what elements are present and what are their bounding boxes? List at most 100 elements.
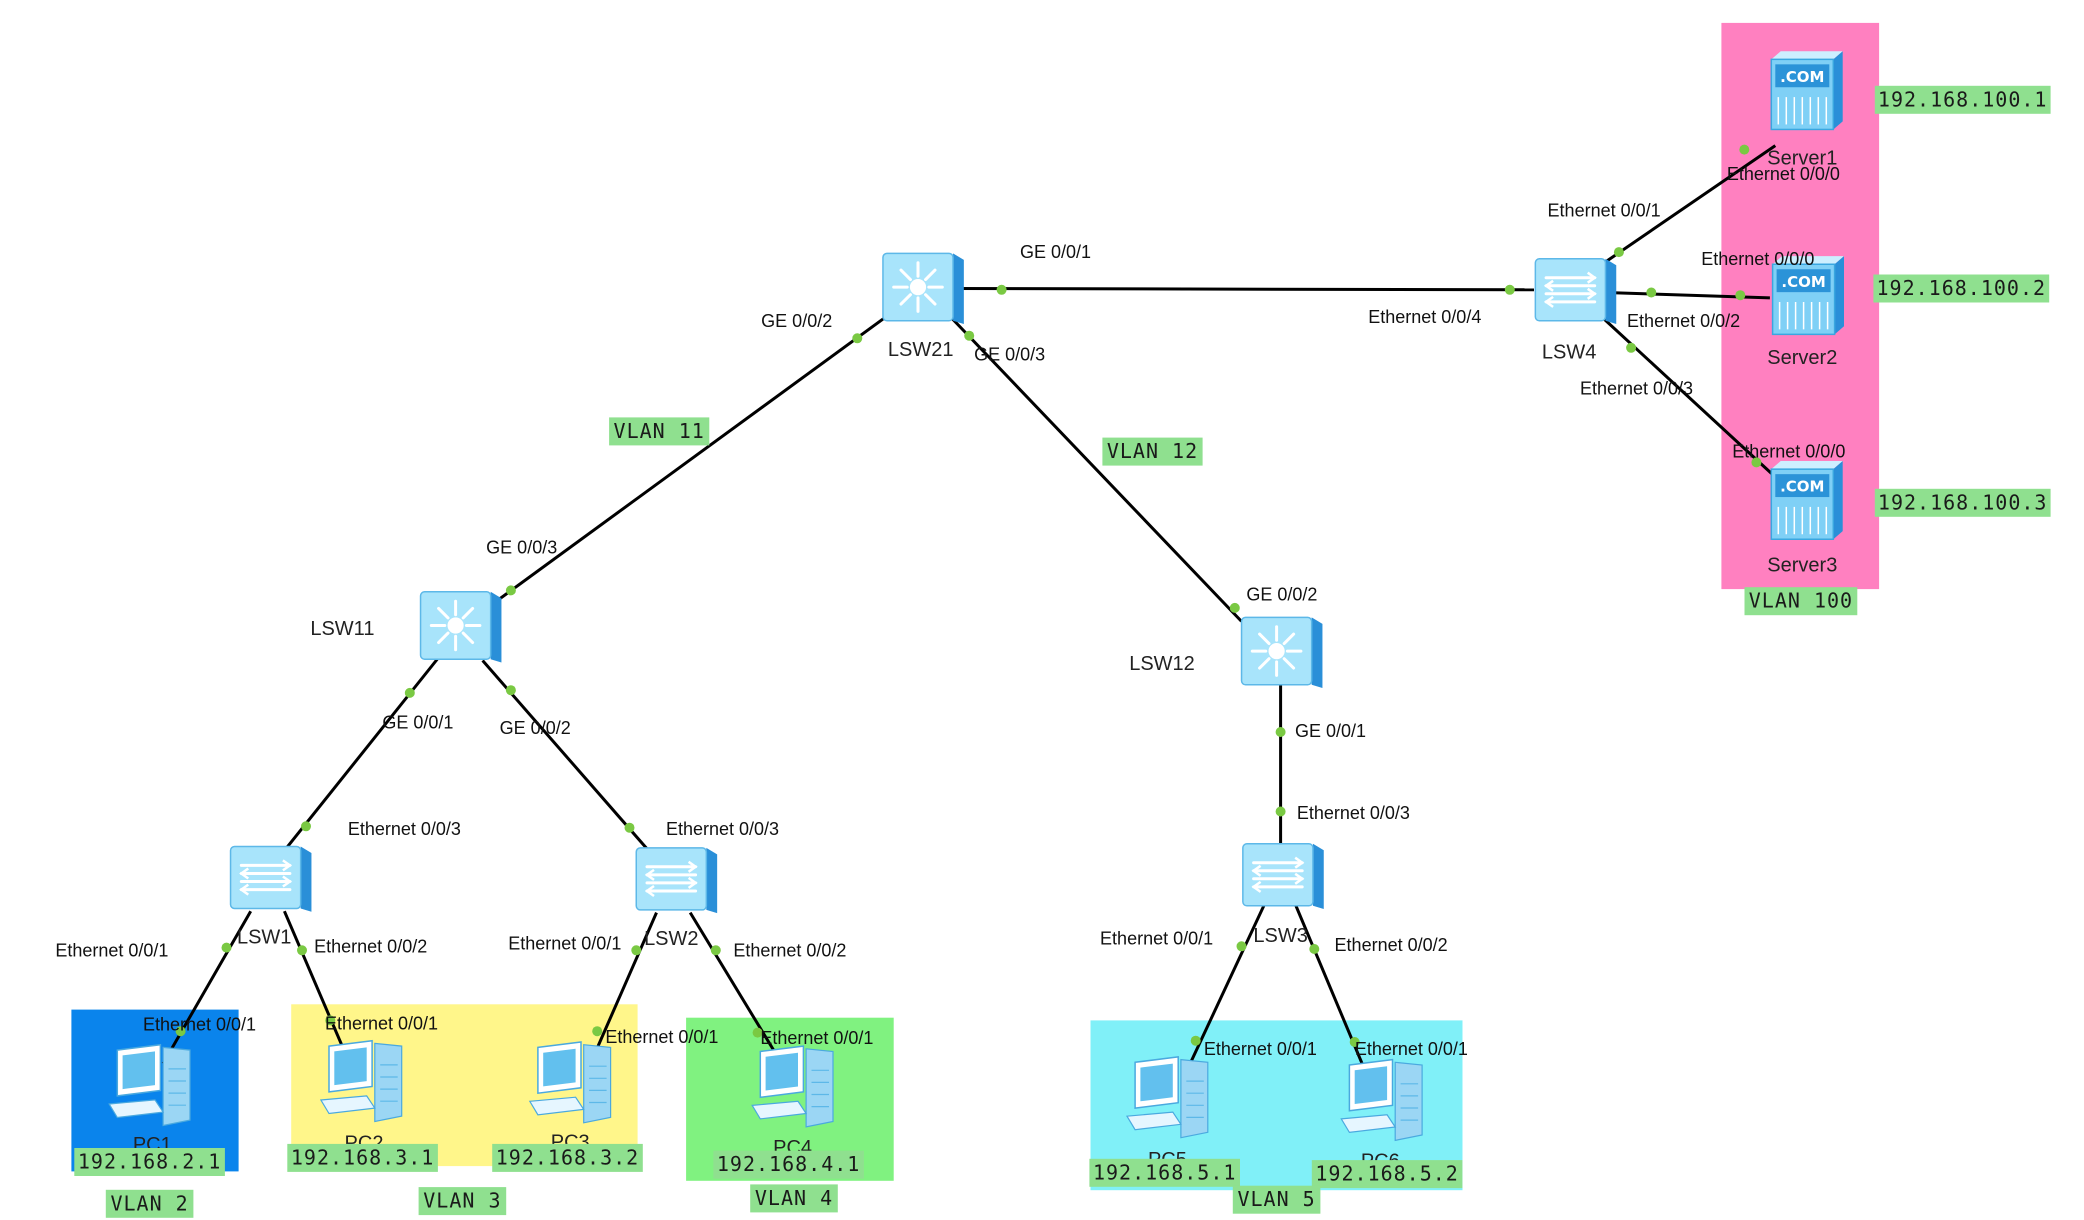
ip-address-tag-text: 192.168.100.2 xyxy=(1877,276,2047,300)
pc-icon[interactable] xyxy=(1125,1056,1209,1139)
ip-address-tag: 192.168.100.2 xyxy=(1873,274,2050,303)
port-label: Ethernet 0/0/2 xyxy=(733,940,846,960)
port-dot-pc2 xyxy=(325,1015,336,1026)
port-label: GE 0/0/3 xyxy=(974,345,1045,365)
server-icon[interactable]: .COM xyxy=(1770,51,1843,131)
vlan-tag: VLAN 11 xyxy=(609,417,710,446)
port-label: Ethernet 0/0/0 xyxy=(1701,249,1814,269)
port-dot-server2 xyxy=(1735,290,1746,301)
port-dot-lsw11 xyxy=(505,585,516,596)
port-dot-lsw1 xyxy=(297,945,307,956)
ip-address-tag: 192.168.100.3 xyxy=(1874,488,2051,517)
port-label: GE 0/0/1 xyxy=(1020,242,1091,262)
port-dot-pc5 xyxy=(1190,1035,1201,1046)
port-label: GE 0/0/3 xyxy=(486,537,557,557)
link-lsw2-pc3 xyxy=(589,911,658,1065)
port-dot-lsw11 xyxy=(505,685,516,696)
ip-address-tag-text: 192.168.100.3 xyxy=(1878,490,2048,514)
ip-address-tag: 192.168.3.1 xyxy=(287,1143,438,1172)
port-dot-lsw12 xyxy=(1229,602,1240,613)
ip-address-tag-text: 192.168.4.1 xyxy=(717,1152,860,1176)
port-dot-pc3 xyxy=(592,1026,603,1037)
port-dot-lsw2 xyxy=(631,945,642,956)
port-label: Ethernet 0/0/2 xyxy=(314,936,427,956)
switch-icon[interactable] xyxy=(882,252,964,325)
port-label: Ethernet 0/0/1 xyxy=(1204,1039,1317,1059)
port-label: Ethernet 0/0/1 xyxy=(325,1013,438,1033)
pc-icon[interactable] xyxy=(108,1043,191,1127)
switch-icon[interactable] xyxy=(419,591,502,663)
switch-icon[interactable] xyxy=(635,847,718,914)
vlan-tag: VLAN 4 xyxy=(750,1184,838,1213)
vlan-tag-text: VLAN 4 xyxy=(755,1186,833,1210)
device-label-lsw3: LSW3 xyxy=(1253,925,1307,947)
vlan-tag-text: VLAN 2 xyxy=(110,1191,188,1215)
port-dot-lsw12 xyxy=(1275,727,1286,737)
ip-address-tag: 192.168.5.1 xyxy=(1089,1158,1240,1187)
port-label: GE 0/0/1 xyxy=(1295,721,1366,741)
switch-icon[interactable] xyxy=(1534,258,1617,325)
switch-icon[interactable] xyxy=(1240,616,1323,689)
ip-address-tag-text: 192.168.3.1 xyxy=(291,1145,434,1169)
ip-address-tag: 192.168.2.1 xyxy=(74,1148,225,1176)
server-icon[interactable]: .COM xyxy=(1771,256,1844,336)
vlan-tag: VLAN 3 xyxy=(418,1187,507,1216)
port-label: Ethernet 0/0/1 xyxy=(1548,200,1661,220)
ip-address-tag: 192.168.4.1 xyxy=(713,1150,864,1179)
port-dot-lsw1 xyxy=(221,942,232,953)
port-dot-lsw2 xyxy=(710,945,721,956)
link-lsw21-lsw12 xyxy=(950,317,1243,623)
port-dot-lsw3 xyxy=(1236,941,1247,952)
port-label: Ethernet 0/0/2 xyxy=(1335,935,1448,955)
svg-text:.COM: .COM xyxy=(1780,478,1824,496)
pc-icon[interactable] xyxy=(1340,1058,1423,1142)
device-label-lsw12: LSW12 xyxy=(1129,653,1195,675)
server-icon[interactable]: .COM xyxy=(1770,461,1843,540)
ip-address-tag-text: 192.168.5.2 xyxy=(1315,1162,1458,1186)
vlan-tag-text: VLAN 11 xyxy=(614,419,705,443)
port-label: Ethernet 0/0/4 xyxy=(1368,307,1481,327)
port-label: GE 0/0/2 xyxy=(500,718,571,738)
port-label: Ethernet 0/0/1 xyxy=(508,934,621,954)
port-label: Ethernet 0/0/0 xyxy=(1732,442,1845,462)
vlan-tag-text: VLAN 5 xyxy=(1237,1187,1315,1211)
port-label: Ethernet 0/0/1 xyxy=(760,1028,873,1048)
switch-icon[interactable] xyxy=(1242,843,1324,910)
port-dot-pc4 xyxy=(752,1027,763,1038)
pc-icon[interactable] xyxy=(751,1045,834,1128)
port-label: Ethernet 0/0/1 xyxy=(55,940,168,960)
switch-icon[interactable] xyxy=(229,845,312,912)
pc-icon[interactable] xyxy=(528,1041,612,1124)
port-dot-lsw21 xyxy=(852,333,863,344)
link-lsw2-pc4 xyxy=(688,911,784,1065)
port-dot-lsw3 xyxy=(1309,944,1320,954)
link-lsw4-server1 xyxy=(1599,144,1777,267)
device-label-lsw4: LSW4 xyxy=(1542,341,1596,363)
ip-address-tag-text: 192.168.3.2 xyxy=(496,1145,639,1169)
svg-text:.COM: .COM xyxy=(1781,273,1825,291)
link-lsw11-lsw1 xyxy=(283,655,441,852)
ip-address-tag-text: 192.168.2.1 xyxy=(78,1150,221,1174)
ip-address-tag: 192.168.5.2 xyxy=(1311,1160,1463,1189)
port-label: Ethernet 0/0/2 xyxy=(1627,311,1740,331)
port-label: Ethernet 0/0/3 xyxy=(348,819,461,839)
port-dot-lsw2 xyxy=(624,822,635,833)
pc-icon[interactable] xyxy=(319,1039,403,1123)
port-label: GE 0/0/2 xyxy=(761,311,832,331)
port-label: Ethernet 0/0/1 xyxy=(143,1015,256,1035)
device-label-lsw21: LSW21 xyxy=(888,339,954,361)
port-dot-lsw4 xyxy=(1504,284,1515,295)
port-dot-server3 xyxy=(1751,457,1762,468)
port-label: GE 0/0/1 xyxy=(382,713,453,733)
port-dot-lsw3 xyxy=(1275,806,1286,817)
port-dot-lsw4 xyxy=(1613,247,1624,258)
link-lsw4-server3 xyxy=(1599,314,1774,476)
vlan-tag: VLAN 100 xyxy=(1744,587,1858,616)
device-label-server3: Server3 xyxy=(1767,554,1837,576)
link-lsw1-pc2 xyxy=(283,910,351,1063)
port-dot-server1 xyxy=(1739,144,1750,155)
ip-address-tag: 192.168.3.2 xyxy=(492,1143,643,1172)
port-label: Ethernet 0/0/3 xyxy=(1580,378,1693,398)
ip-address-tag-text: 192.168.100.1 xyxy=(1878,87,2048,111)
